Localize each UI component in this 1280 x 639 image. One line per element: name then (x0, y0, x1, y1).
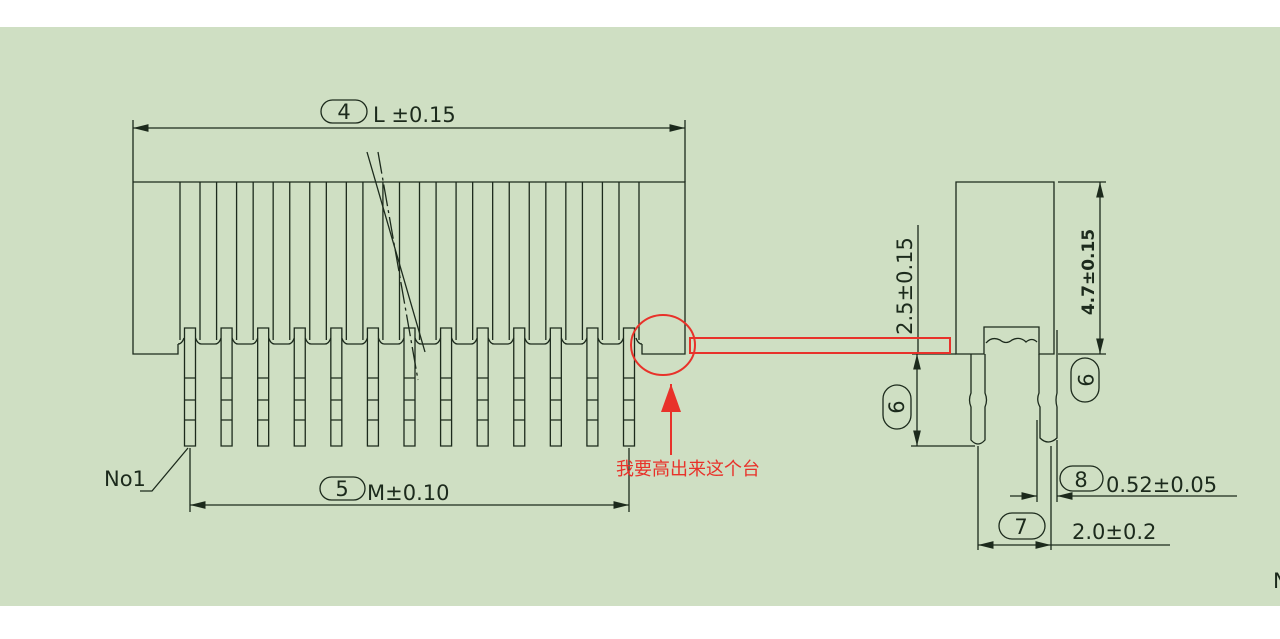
pin (330, 327, 343, 447)
slot-bottom-edge (450, 337, 478, 345)
pin1-label: No1 (104, 467, 146, 491)
slot-bottom-edge (341, 337, 369, 345)
connector-body-outline (132, 181, 686, 355)
pin (257, 327, 270, 447)
callout-5-label: 5 (335, 477, 348, 501)
dim-pin-width-text: 0.52±0.05 (1106, 473, 1217, 497)
callout-bubble-8 (1059, 465, 1104, 492)
pin (366, 327, 380, 447)
highlight-rectangle (689, 337, 951, 354)
edge-fragment-text: N (1273, 569, 1280, 593)
side-pin-left (968, 354, 988, 445)
slot-bottom-edge (231, 337, 259, 345)
slot-bottom-edge (194, 337, 222, 345)
side-view: 4.7±0.15 2.5±0.15 6 9 8 0.52±0.05 7 2.0±… (882, 181, 1237, 550)
pin1-leader (140, 447, 189, 492)
dim-pitch-text: M±0.10 (367, 481, 449, 505)
dim-standoff-text: 2.5±0.15 (893, 237, 917, 335)
slot-bottom-edge (524, 337, 551, 345)
callout-8-label: 8 (1074, 468, 1087, 492)
callout-6-label: 6 (885, 400, 909, 413)
slot-bottom-edge (268, 337, 295, 345)
front-view: 4 L ±0.15 5 M±0.10 No1 (104, 99, 686, 512)
pin (549, 327, 562, 447)
callout-bubble-9 (1070, 357, 1100, 403)
dim-height-text: 4.7±0.15 (1079, 229, 1099, 315)
side-notch-detail (985, 337, 1038, 344)
callout-bubble-6 (882, 384, 912, 430)
slot-bottom-edge (377, 337, 405, 345)
slot-bottom-edge (414, 337, 442, 345)
slot-bottom-edge (487, 337, 515, 345)
pin (403, 327, 416, 447)
red-annotation: 我要高出来这个台 (616, 314, 951, 480)
slot-lines (177, 182, 643, 345)
callout-bubble-4 (320, 99, 368, 124)
drawing-sheet (0, 27, 1280, 606)
callout-bubble-5 (319, 476, 366, 501)
callout-7-label: 7 (1014, 515, 1027, 539)
pin (513, 327, 526, 447)
pin (293, 327, 306, 447)
break-line-dashed (377, 151, 419, 381)
dim-length-text: L ±0.15 (373, 103, 456, 127)
callout-bubble-7 (998, 512, 1046, 540)
side-body-outline (955, 181, 1055, 355)
pin (622, 327, 636, 447)
highlight-circle (630, 314, 696, 376)
pins (183, 327, 636, 447)
pin (183, 327, 197, 447)
dim-pin-spacing-text: 2.0±0.2 (1072, 520, 1156, 544)
pin (476, 327, 489, 447)
callout-4-label: 4 (337, 100, 350, 124)
slot-bottom-edge (304, 337, 332, 345)
slot-bottom-edge (597, 337, 625, 345)
callout-9-label: 9 (1073, 373, 1097, 386)
end-block-edge (177, 337, 643, 345)
pin (220, 327, 233, 447)
pin (586, 327, 599, 447)
slot-bottom-edge (560, 337, 588, 345)
annotation-text: 我要高出来这个台 (616, 459, 760, 480)
side-pin-right (1037, 330, 1058, 443)
pin (439, 327, 453, 447)
